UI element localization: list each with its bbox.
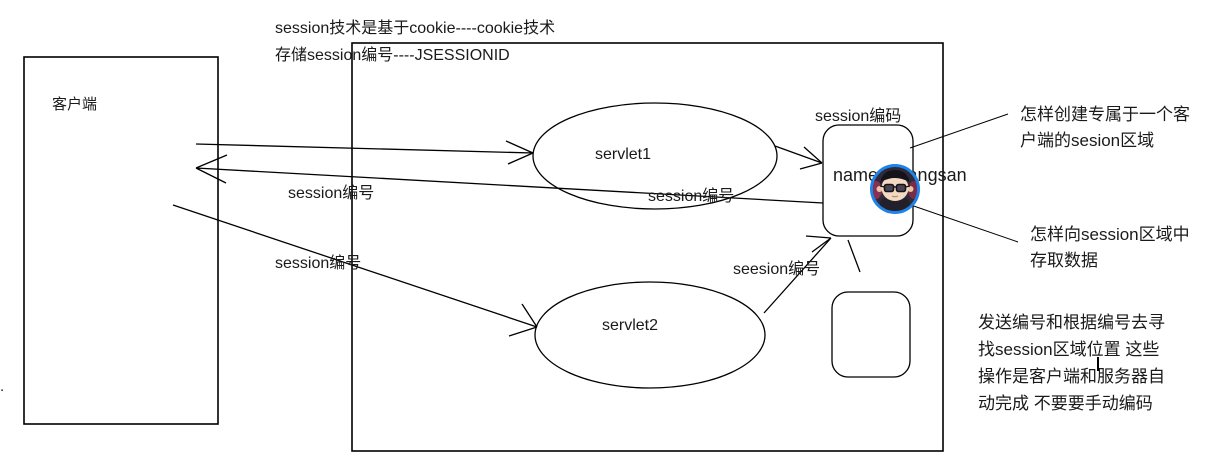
arrow-servlet2-to-session [763,235,832,314]
arrow-session-to-client [195,154,824,204]
stray-stroke [847,239,861,273]
servlet1-label: servlet1 [595,146,652,163]
servlet2-session-id-label: seesion编号 [733,261,821,278]
servlet1-ellipse [532,102,778,210]
leader-create-session [909,113,1009,149]
annotation-access-session: 怎样向session区域中 存取数据 [1030,225,1190,270]
arrow-servlet1-to-session [774,145,823,170]
server-box-shape [351,42,944,452]
empty-session-area-shape [831,291,911,378]
annotation-auto-note: 发送编号和根据编号去寻 找session区域位置 这些 操作是客户端和服务器自 … [978,313,1165,413]
return-session-id-label: session编号 [288,185,375,202]
client-box-shape [23,56,219,425]
servlet1-session-id-label: session编号 [648,188,735,205]
servlet2-label: servlet2 [602,317,659,334]
arrow-client-to-servlet1 [195,140,534,165]
leader-access-session [904,202,1019,243]
client-servlet2-session-id-label: session编号 [275,255,362,272]
client-label: 客户端 [52,96,98,113]
servlet2-ellipse [534,281,766,389]
top-note: session技术是基于cookie----cookie技术 存储session… [275,20,556,64]
text-caret [1097,357,1099,371]
annotation-create-session: 怎样创建专属于一个客 户端的sesion区域 [1020,105,1190,150]
avatar-icon [870,164,920,214]
session-area-caption: session编码 [815,108,902,125]
stray-dot: . [0,378,5,395]
arrow-client-to-servlet2 [172,204,538,337]
